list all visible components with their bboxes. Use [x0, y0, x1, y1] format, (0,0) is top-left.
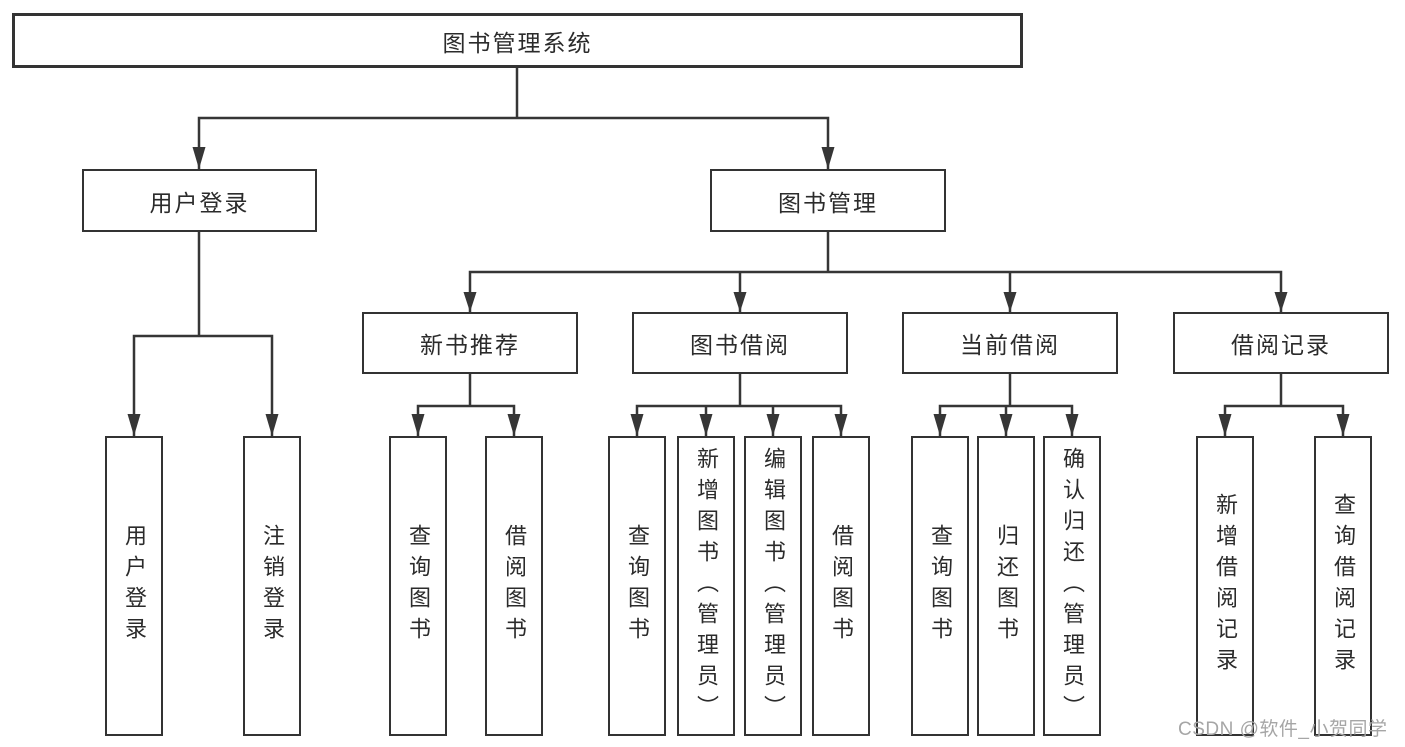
node-root-label: 图书管理系统 [442, 29, 593, 56]
leaf-return-books: 归还图书 [977, 436, 1035, 736]
leaf-search-books-recommend: 查询图书 [389, 436, 447, 736]
leaf-borrow-books-borrowing-label: 借阅图书 [829, 524, 854, 648]
node-current-borrowing-label: 当前借阅 [960, 332, 1060, 358]
leaf-search-books-borrowing-label: 查询图书 [625, 524, 650, 648]
leaf-logout: 注销登录 [243, 436, 301, 736]
node-book-borrowing: 图书借阅 [632, 312, 848, 374]
leaf-user-login-label: 用户登录 [122, 524, 147, 648]
node-book-borrowing-label: 图书借阅 [690, 332, 790, 358]
node-book-management: 图书管理 [710, 169, 946, 232]
node-current-borrowing: 当前借阅 [902, 312, 1118, 374]
leaf-search-books-recommend-label: 查询图书 [406, 524, 431, 648]
node-new-book-recommendation: 新书推荐 [362, 312, 578, 374]
leaf-search-books-current: 查询图书 [911, 436, 969, 736]
leaf-add-book-admin-label: 新增图书（管理员） [694, 446, 719, 726]
leaf-add-borrow-record: 新增借阅记录 [1196, 436, 1254, 736]
leaf-edit-book-admin: 编辑图书（管理员） [744, 436, 802, 736]
node-user-login-label: 用户登录 [149, 189, 250, 216]
leaf-user-login: 用户登录 [105, 436, 163, 736]
node-book-management-label: 图书管理 [778, 189, 878, 216]
leaf-borrow-books-borrowing: 借阅图书 [812, 436, 870, 736]
node-new-book-recommendation-label: 新书推荐 [420, 332, 520, 358]
node-borrowing-records: 借阅记录 [1173, 312, 1389, 374]
leaf-add-book-admin: 新增图书（管理员） [677, 436, 735, 736]
leaf-search-books-current-label: 查询图书 [928, 524, 953, 648]
leaf-borrow-books-recommend: 借阅图书 [485, 436, 543, 736]
leaf-search-books-borrowing: 查询图书 [608, 436, 666, 736]
leaf-confirm-return-admin-label: 确认归还（管理员） [1060, 446, 1085, 726]
leaf-logout-label: 注销登录 [260, 524, 285, 648]
leaf-search-borrow-record-label: 查询借阅记录 [1331, 493, 1356, 679]
node-root: 图书管理系统 [12, 13, 1023, 68]
node-user-login: 用户登录 [82, 169, 317, 232]
leaf-return-books-label: 归还图书 [994, 524, 1019, 648]
watermark: CSDN @软件_小贺同学 [1178, 719, 1388, 740]
leaf-confirm-return-admin: 确认归还（管理员） [1043, 436, 1101, 736]
node-borrowing-records-label: 借阅记录 [1231, 332, 1331, 358]
leaf-add-borrow-record-label: 新增借阅记录 [1213, 493, 1238, 679]
leaf-search-borrow-record: 查询借阅记录 [1314, 436, 1372, 736]
leaf-edit-book-admin-label: 编辑图书（管理员） [761, 446, 786, 726]
leaf-borrow-books-recommend-label: 借阅图书 [502, 524, 527, 648]
